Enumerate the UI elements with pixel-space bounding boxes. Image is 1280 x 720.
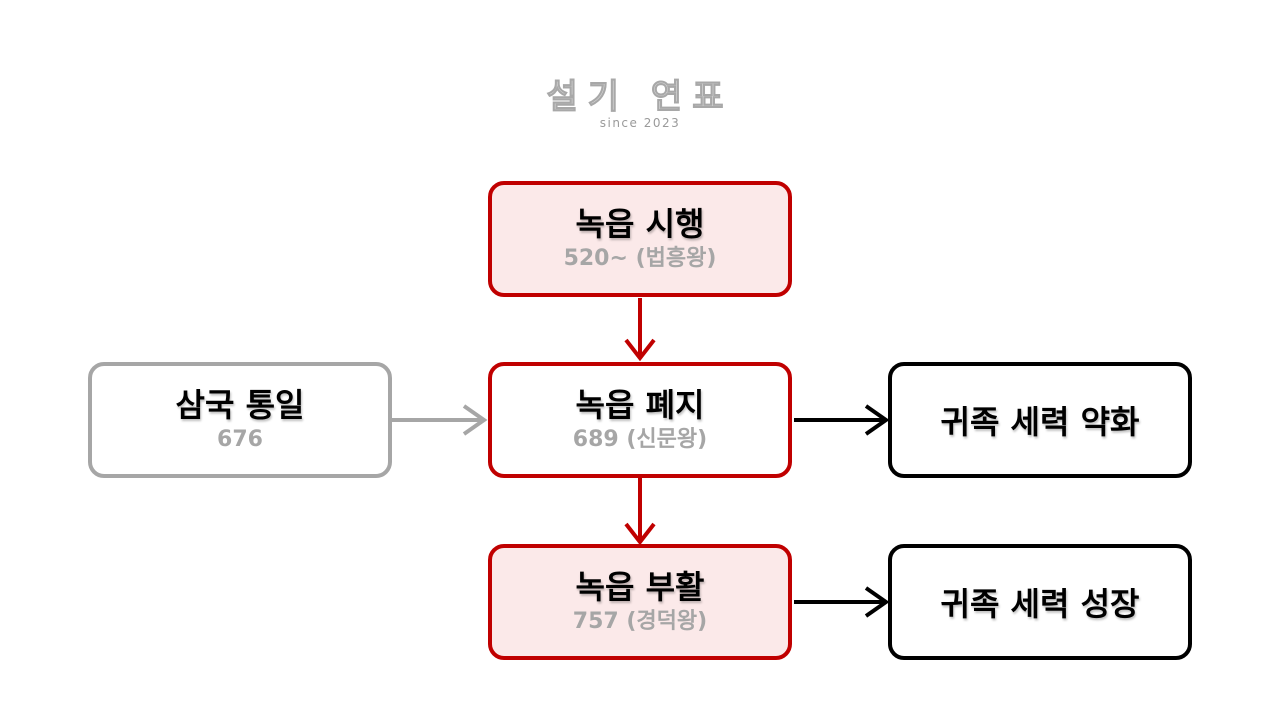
node-unification: 삼국 통일 676 [88,362,392,478]
node-title: 녹읍 시행 [575,205,705,243]
node-nokeup-implement: 녹읍 시행 520~ (법흥왕) [488,181,792,297]
logo-subtitle: since 2023 [599,116,681,130]
node-title: 녹읍 부활 [575,568,705,606]
logo-title: 설기 연표 [546,77,734,118]
arrow-revive-to-grow [794,586,890,618]
arrow-implement-to-abolish [624,298,656,362]
node-noble-weaken: 귀족 세력 약화 [888,362,1192,478]
node-date: 676 [217,427,263,452]
node-date: 520~ (법흥왕) [563,246,717,271]
logo: 설기 연표 since 2023 [540,74,740,131]
node-nokeup-revive: 녹읍 부활 757 (경덕왕) [488,544,792,660]
node-noble-grow: 귀족 세력 성장 [888,544,1192,660]
node-title: 귀족 세력 성장 [940,585,1140,623]
arrow-abolish-to-weaken [794,404,890,436]
node-title: 삼국 통일 [175,386,305,424]
node-title: 귀족 세력 약화 [940,403,1140,441]
node-date: 689 (신문왕) [572,427,708,452]
arrow-abolish-to-revive [624,478,656,546]
arrow-unification-to-abolish [392,404,488,436]
node-date: 757 (경덕왕) [572,609,708,634]
node-title: 녹읍 폐지 [575,386,705,424]
node-nokeup-abolish: 녹읍 폐지 689 (신문왕) [488,362,792,478]
